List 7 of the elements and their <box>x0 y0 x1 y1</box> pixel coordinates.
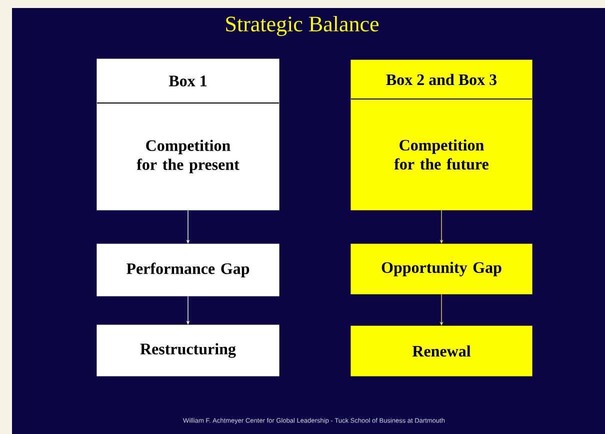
process-box: Restructuring <box>96 324 280 376</box>
title: Strategic Balance <box>226 16 379 36</box>
process-box: Renewal <box>350 326 532 376</box>
process-box: Performance Gap <box>96 244 280 296</box>
process-box: Box 1 Competition for the present <box>96 58 280 210</box>
process-box: Box 2 and Box 3 Competition for the future <box>350 60 532 210</box>
process-box: Opportunity Gap <box>350 244 532 294</box>
